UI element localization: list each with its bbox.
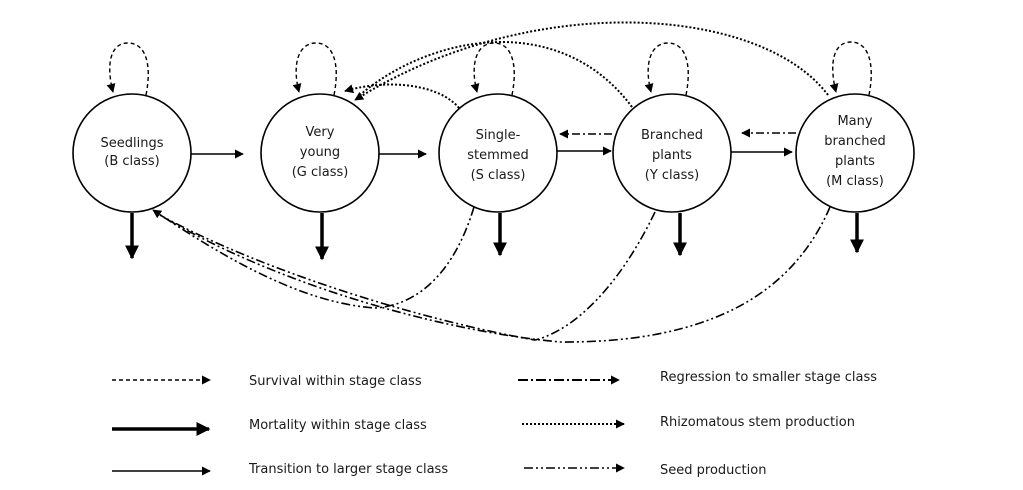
survival-loop-many-branched: [829, 41, 872, 96]
node-seedlings-line-2: (B class): [104, 154, 159, 169]
node-very-young-line-1: Very: [306, 125, 335, 140]
node-very-young-line-3: (G class): [292, 165, 349, 180]
seed-production-m-to-b: [164, 206, 831, 343]
node-seedlings-line-1: Seedlings: [101, 136, 164, 151]
regression-arrows: [559, 128, 796, 139]
legend: Survival within stage class Mortality wi…: [112, 370, 877, 478]
node-many-branched-line-2: branched: [824, 134, 885, 149]
node-branched-plants-line-2: plants: [652, 148, 692, 163]
seed-production-y-to-b: [159, 211, 656, 341]
legend-survival: Survival within stage class: [112, 374, 422, 389]
node-many-branched-line-1: Many: [837, 114, 872, 129]
mortality-arrows: [125, 213, 864, 261]
node-very-young-line-2: young: [300, 145, 340, 160]
legend-rhizomatous-label: Rhizomatous stem production: [660, 415, 855, 430]
survival-loop-seedlings: [106, 42, 149, 96]
survival-loops: [106, 41, 872, 96]
node-branched-plants-line-3: (Y class): [645, 168, 700, 183]
legend-seed: Seed production: [524, 463, 766, 478]
node-many-branched: Many branched plants (M class): [795, 93, 915, 213]
legend-rhizomatous: Rhizomatous stem production: [522, 415, 855, 430]
legend-survival-label: Survival within stage class: [249, 374, 422, 389]
rhizomatous-m-to-g: [354, 21, 829, 101]
legend-transition: Transition to larger stage class: [112, 462, 448, 477]
legend-seed-label: Seed production: [660, 463, 766, 478]
survival-loop-very-young: [292, 42, 337, 96]
node-many-branched-line-4: (M class): [826, 174, 884, 189]
legend-mortality-label: Mortality within stage class: [249, 418, 427, 433]
node-branched-plants: Branched plants (Y class): [612, 93, 732, 213]
seed-production-arrows: [152, 206, 831, 343]
node-single-stemmed-line-2: stemmed: [467, 148, 528, 163]
seed-production-s-to-b: [152, 206, 475, 309]
node-single-stemmed-line-3: (S class): [471, 168, 526, 183]
node-branched-plants-line-1: Branched: [641, 128, 703, 143]
rhizomatous-s-to-g: [344, 83, 460, 109]
node-single-stemmed: Single- stemmed (S class): [438, 93, 558, 213]
legend-transition-label: Transition to larger stage class: [248, 462, 448, 477]
legend-mortality: Mortality within stage class: [112, 418, 427, 436]
node-very-young: Very young (G class): [260, 93, 380, 213]
node-many-branched-line-3: plants: [835, 154, 875, 169]
survival-loop-branched-plants: [644, 42, 689, 96]
legend-regression: Regression to smaller stage class: [518, 370, 877, 385]
rhizomatous-y-to-g: [359, 41, 633, 108]
transition-arrows: [191, 146, 793, 159]
node-seedlings: Seedlings (B class): [72, 93, 192, 213]
legend-regression-label: Regression to smaller stage class: [660, 370, 877, 385]
rhizomatous-arrows: [344, 21, 829, 109]
node-single-stemmed-line-1: Single-: [476, 128, 521, 143]
survival-loop-single-stemmed: [470, 42, 515, 96]
